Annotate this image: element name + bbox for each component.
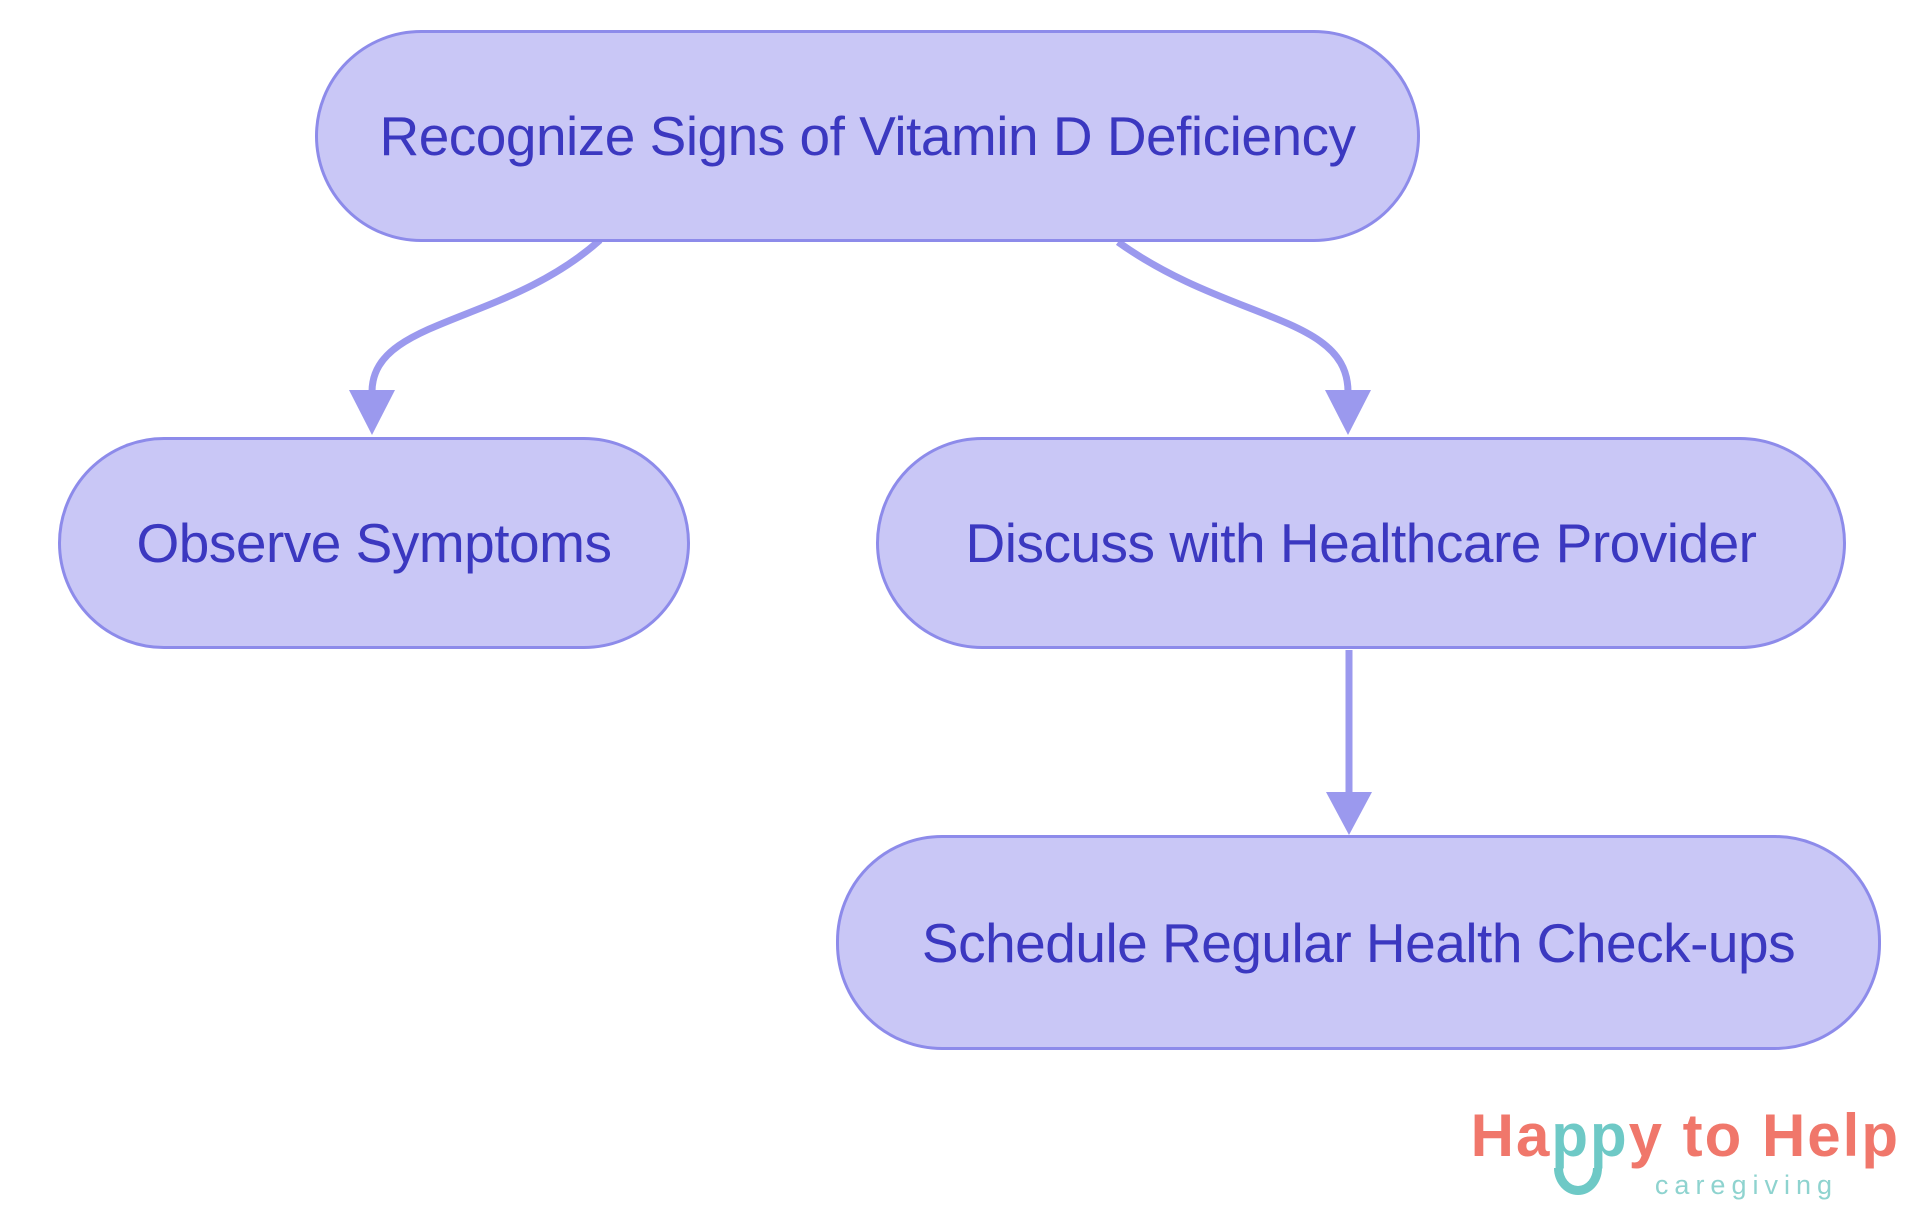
logo-word-part1: Ha [1470, 1102, 1552, 1169]
node-observe-symptoms: Observe Symptoms [58, 437, 690, 649]
arrowhead-schedule-icon [1326, 792, 1372, 835]
logo-tagline: caregiving [1654, 1170, 1838, 1200]
logo-pp-wrap: pp [1551, 1106, 1628, 1195]
edge-recognize-discuss [1115, 239, 1352, 393]
logo-pp-text: pp [1551, 1102, 1629, 1169]
smile-icon [1554, 1168, 1603, 1195]
node-recognize-signs: Recognize Signs of Vitamin D Deficiency [315, 30, 1420, 242]
node-label: Discuss with Healthcare Provider [965, 512, 1757, 574]
node-discuss-provider: Discuss with Healthcare Provider [876, 437, 1846, 649]
node-label: Recognize Signs of Vitamin D Deficiency [379, 105, 1356, 167]
arrowhead-observe-icon [349, 390, 395, 435]
node-label: Schedule Regular Health Check-ups [921, 911, 1796, 974]
node-schedule-checkups: Schedule Regular Health Check-ups [836, 835, 1881, 1050]
node-label: Observe Symptoms [136, 512, 612, 574]
edge-recognize-observe [368, 237, 603, 393]
logo-word-part3: y to Help [1628, 1102, 1900, 1169]
arrowhead-discuss-icon [1325, 390, 1371, 435]
